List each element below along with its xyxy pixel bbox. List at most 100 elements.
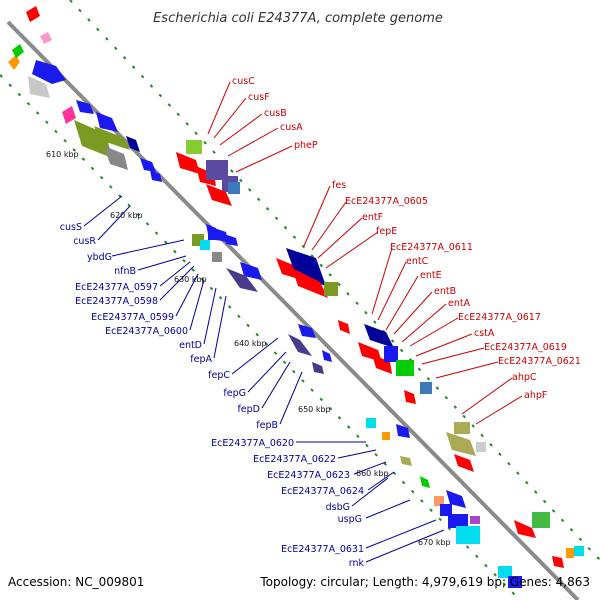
gene-arrow[interactable] (62, 106, 76, 124)
gene-box[interactable] (212, 252, 222, 262)
gene-box[interactable] (384, 346, 398, 362)
gene-arrow[interactable] (446, 432, 476, 456)
gene-box[interactable] (508, 576, 522, 588)
reverse-gene-label[interactable]: fepD (237, 404, 260, 415)
gene-box[interactable] (208, 232, 216, 240)
gene-box[interactable] (440, 504, 452, 516)
forward-gene-label[interactable]: EcE24377A_0605 (345, 196, 428, 207)
gene-arrow[interactable] (404, 390, 416, 404)
forward-gene-label[interactable]: EcE24377A_0619 (484, 342, 567, 353)
gene-box[interactable] (532, 512, 550, 528)
gene-box[interactable] (420, 382, 432, 394)
gene-arrow[interactable] (396, 424, 410, 438)
gene-box[interactable] (448, 514, 468, 528)
forward-gene-label[interactable]: entB (434, 286, 456, 297)
gene-box[interactable] (200, 240, 210, 250)
gene-arrow[interactable] (322, 350, 332, 362)
reverse-gene-label[interactable]: fepB (256, 420, 278, 431)
reverse-gene-label[interactable]: cusR (73, 236, 96, 247)
gene-arrow[interactable] (226, 268, 258, 292)
reverse-gene-label[interactable]: EcE24377A_0623 (267, 470, 350, 481)
reverse-gene-label[interactable]: fepA (190, 354, 212, 365)
reverse-gene-label[interactable]: EcE24377A_0598 (75, 296, 158, 307)
forward-gene-label[interactable]: cusC (232, 76, 255, 87)
gene-arrow[interactable] (224, 234, 238, 246)
gene-arrow[interactable] (140, 158, 156, 172)
gene-arrow[interactable] (312, 362, 324, 374)
gene-arrow[interactable] (454, 454, 474, 472)
gene-arrow[interactable] (8, 55, 20, 70)
gene-box[interactable] (186, 140, 202, 154)
gene-arrow[interactable] (12, 44, 24, 58)
forward-gene-label[interactable]: entE (420, 270, 442, 281)
gene-arrow[interactable] (96, 112, 118, 132)
forward-gene-label[interactable]: cusA (280, 122, 303, 133)
forward-gene-label[interactable]: cusB (264, 108, 287, 119)
gene-box[interactable] (382, 432, 390, 440)
gene-arrow[interactable] (74, 120, 112, 158)
gene-box[interactable] (366, 418, 376, 428)
gene-box[interactable] (206, 160, 228, 180)
gene-arrow[interactable] (338, 320, 350, 334)
forward-gene-label[interactable]: cusF (248, 92, 270, 103)
gene-box[interactable] (476, 442, 486, 452)
gene-box[interactable] (434, 496, 444, 506)
gene-arrow[interactable] (364, 324, 394, 348)
reverse-gene-label[interactable]: EcE24377A_0597 (75, 282, 158, 293)
gene-arrow[interactable] (40, 32, 52, 44)
gene-arrow[interactable] (26, 6, 40, 22)
gene-arrow[interactable] (104, 146, 128, 170)
gene-arrow[interactable] (292, 268, 328, 298)
gene-arrow[interactable] (420, 476, 430, 488)
reverse-gene-label[interactable]: cusS (60, 222, 82, 233)
gene-box[interactable] (454, 422, 470, 434)
gene-arrow[interactable] (240, 262, 262, 280)
gene-arrow[interactable] (32, 60, 66, 84)
gene-arrow[interactable] (446, 490, 466, 508)
forward-gene-label[interactable]: ahpC (512, 372, 537, 383)
gene-arrow[interactable] (206, 184, 232, 206)
gene-arrow[interactable] (286, 248, 326, 286)
gene-arrow[interactable] (298, 324, 316, 338)
forward-gene-label[interactable]: entF (362, 212, 383, 223)
gene-box[interactable] (498, 566, 512, 578)
gene-arrow[interactable] (94, 126, 130, 150)
reverse-gene-label[interactable]: rnk (349, 558, 365, 569)
reverse-gene-label[interactable]: EcE24377A_0620 (211, 438, 294, 449)
gene-box[interactable] (566, 548, 574, 558)
gene-box[interactable] (574, 546, 584, 556)
reverse-gene-label[interactable]: EcE24377A_0622 (253, 454, 336, 465)
reverse-gene-label[interactable]: uspG (338, 514, 362, 525)
reverse-gene-label[interactable]: fepG (223, 388, 246, 399)
reverse-gene-label[interactable]: EcE24377A_0599 (91, 312, 174, 323)
gene-arrow[interactable] (288, 334, 312, 356)
reverse-gene-label[interactable]: ybdG (87, 252, 112, 263)
gene-arrow[interactable] (514, 520, 536, 538)
reverse-gene-label[interactable]: entD (179, 340, 202, 351)
forward-gene-label[interactable]: EcE24377A_0621 (498, 356, 581, 367)
gene-arrow[interactable] (76, 100, 94, 114)
reverse-gene-label[interactable]: fepC (208, 370, 230, 381)
forward-gene-label[interactable]: pheP (294, 140, 318, 151)
gene-arrow[interactable] (552, 556, 564, 568)
gene-arrow[interactable] (150, 170, 162, 182)
reverse-gene-label[interactable]: EcE24377A_0600 (105, 326, 188, 337)
reverse-gene-label[interactable]: EcE24377A_0624 (281, 486, 364, 497)
gene-arrow[interactable] (372, 354, 392, 374)
gene-arrow[interactable] (400, 456, 412, 466)
gene-box[interactable] (470, 516, 480, 524)
forward-gene-label[interactable]: EcE24377A_0617 (458, 312, 541, 323)
forward-gene-label[interactable]: cstA (474, 328, 495, 339)
forward-gene-label[interactable]: entA (448, 298, 471, 309)
gene-box[interactable] (324, 282, 338, 296)
gene-arrow[interactable] (28, 76, 50, 98)
gene-box[interactable] (396, 360, 414, 376)
reverse-gene-label[interactable]: nfnB (114, 266, 136, 277)
gene-arrow[interactable] (176, 152, 200, 174)
gene-arrow[interactable] (126, 136, 140, 152)
reverse-gene-label[interactable]: dsbG (326, 502, 350, 513)
gene-box[interactable] (228, 182, 240, 194)
forward-gene-label[interactable]: ahpF (524, 390, 547, 401)
gene-arrow[interactable] (214, 228, 228, 242)
gene-box[interactable] (456, 526, 480, 544)
